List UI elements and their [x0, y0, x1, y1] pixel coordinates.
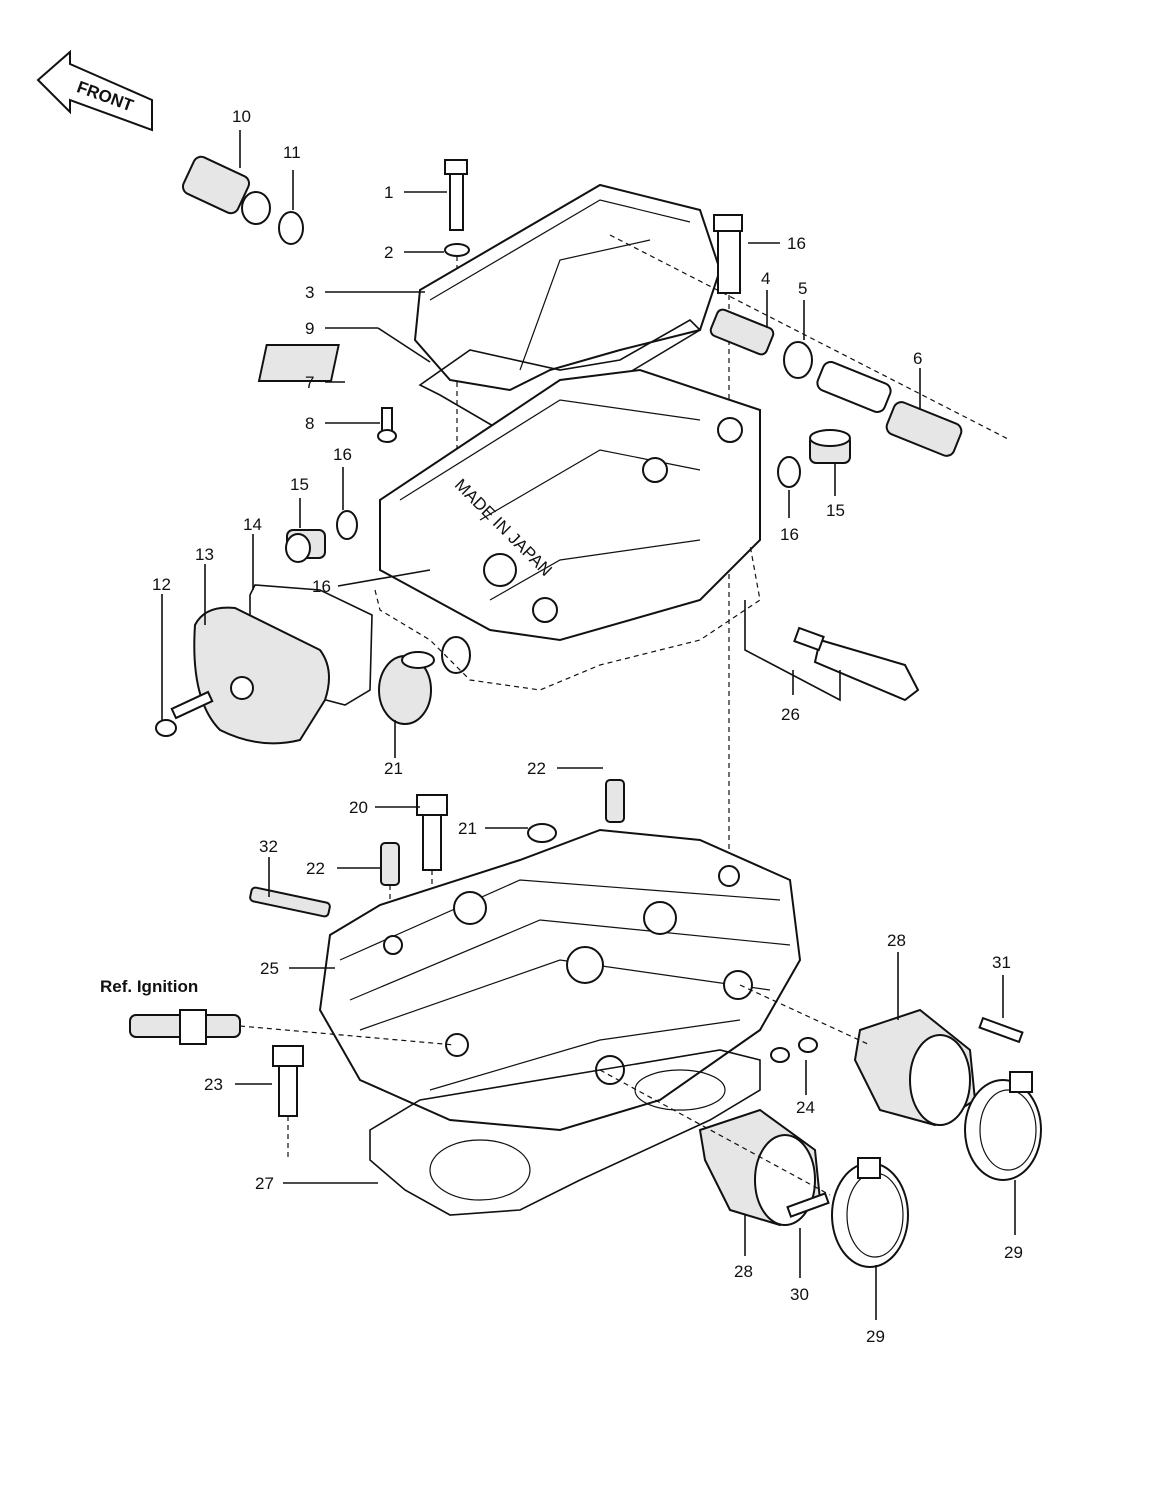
o-ring-16-right	[777, 456, 801, 488]
bolt-31	[978, 1016, 1024, 1044]
o-ring-21	[527, 823, 557, 843]
callout-30: 30	[790, 1285, 809, 1304]
fitting-6	[885, 401, 963, 457]
callout-3: 3	[305, 283, 314, 302]
callout-32: 32	[259, 837, 278, 856]
nut-24b	[798, 1037, 818, 1053]
callout-14: 14	[243, 515, 262, 534]
bolt-12	[155, 690, 214, 737]
callout-4: 4	[761, 269, 770, 288]
plug-15-right	[809, 429, 851, 464]
sealant-tube-icon	[793, 626, 920, 702]
clamp-29-upper	[964, 1071, 1042, 1181]
callout-29-right: 29	[1004, 1243, 1023, 1262]
callout-31: 31	[992, 953, 1011, 972]
callout-20: 20	[349, 798, 368, 817]
clamp-5	[783, 341, 813, 379]
stud-32	[249, 886, 331, 918]
bolt-17	[713, 214, 743, 294]
clamp-29-lower	[831, 1157, 909, 1268]
cap-19	[378, 651, 435, 725]
breather-plug	[181, 155, 271, 225]
callout-26: 26	[781, 705, 800, 724]
callout-11: 11	[283, 143, 301, 162]
dowel-22-lower	[380, 842, 400, 886]
nut-24a	[770, 1047, 790, 1063]
washer-2	[444, 243, 470, 257]
callout-28-lower: 28	[734, 1262, 753, 1281]
callout-25: 25	[260, 959, 279, 978]
callout-labels: 10 11 1 2 3 9 7 8 16 4 5 6 16 15 15 16 1…	[100, 107, 1023, 1346]
callout-28-upper: 28	[887, 931, 906, 950]
callout-22-upper: 22	[527, 759, 546, 778]
side-cover-13	[193, 606, 330, 745]
callout-15-left: 15	[290, 475, 309, 494]
gasket-9	[418, 319, 702, 431]
callout-12: 12	[152, 575, 171, 594]
head-gasket-27	[369, 1049, 761, 1216]
callout-16-right: 16	[780, 525, 799, 544]
callout-8: 8	[305, 414, 314, 433]
plug-15-left	[285, 529, 326, 563]
callout-5: 5	[798, 279, 807, 298]
callout-27: 27	[255, 1174, 274, 1193]
callout-1: 1	[384, 183, 393, 202]
ref-ignition-label: Ref. Ignition	[100, 977, 198, 996]
callout-16-left: 16	[333, 445, 352, 464]
callout-9: 9	[305, 319, 314, 338]
callout-15-right: 15	[826, 501, 845, 520]
dowel-22-upper	[605, 779, 625, 823]
spark-plug-icon	[129, 1009, 241, 1045]
head-cover	[413, 183, 722, 392]
o-ring-16-left	[336, 510, 358, 540]
o-ring-11	[278, 211, 304, 245]
callout-10: 10	[232, 107, 251, 126]
callout-17: 16	[787, 234, 806, 253]
hose	[816, 361, 892, 413]
pad-7	[257, 344, 340, 382]
callout-2: 2	[384, 243, 393, 262]
callout-6: 6	[913, 349, 922, 368]
callout-24: 24	[796, 1098, 815, 1117]
intake-holder-28-upper	[853, 1008, 977, 1127]
bolt-23	[272, 1045, 304, 1117]
callout-7: 7	[305, 373, 314, 392]
cylinder-head-main	[318, 828, 802, 1132]
callout-22-lower: 22	[306, 859, 325, 878]
bolt-20	[416, 794, 448, 871]
callout-23: 23	[204, 1075, 223, 1094]
o-ring-oval	[441, 636, 471, 674]
screw-30	[786, 1192, 830, 1218]
leader-lines	[161, 130, 1016, 1320]
callout-29-lower: 29	[866, 1327, 885, 1346]
front-arrow-icon: FRONT	[36, 49, 153, 132]
bolt-1	[444, 159, 468, 231]
screw-8	[377, 407, 397, 443]
callout-19: 21	[384, 759, 403, 778]
callout-13: 13	[195, 545, 214, 564]
pipe-4	[709, 308, 775, 356]
cylinder-head-upper	[379, 368, 761, 642]
callout-21: 21	[458, 819, 477, 838]
callout-18: 16	[312, 577, 331, 596]
